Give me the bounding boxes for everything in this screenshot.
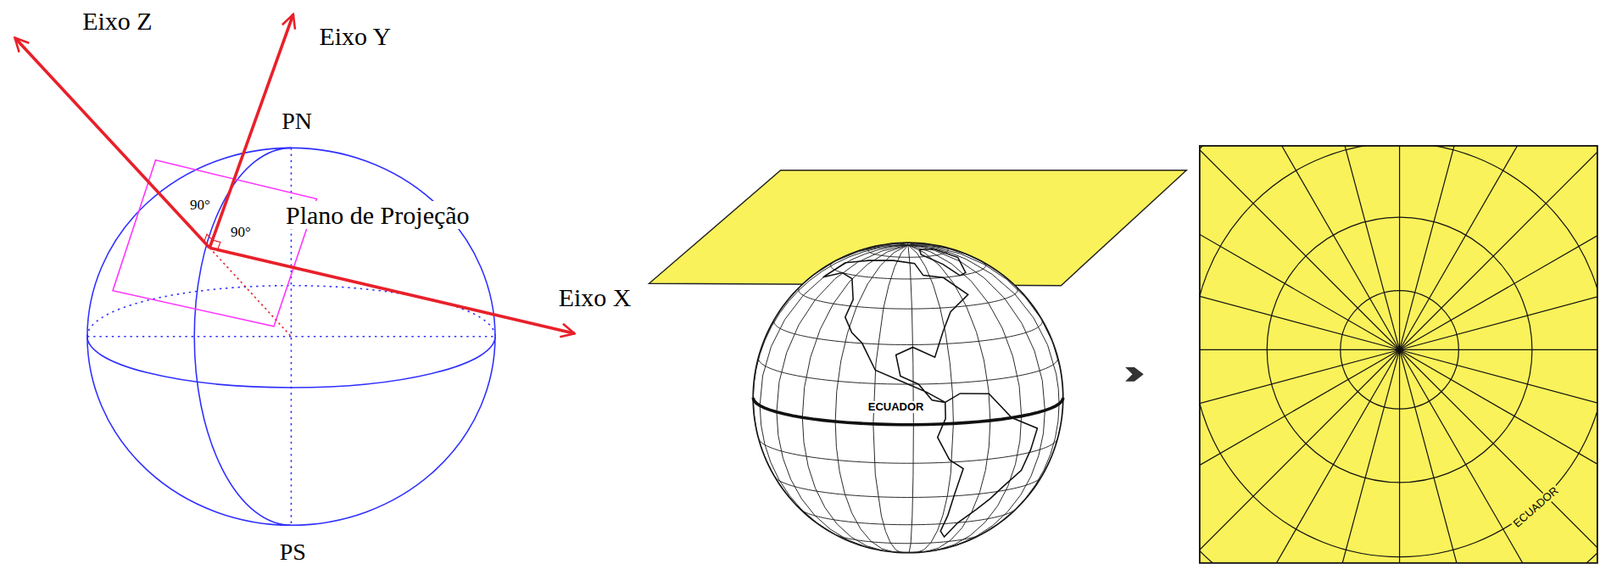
meridian-ray bbox=[1199, 145, 1400, 351]
parallel-circle bbox=[1199, 145, 1598, 564]
globe bbox=[752, 242, 1064, 553]
axis-label: Eixo Y bbox=[317, 22, 393, 51]
x-axis bbox=[209, 247, 575, 334]
coastline bbox=[919, 248, 965, 275]
meridian-ray bbox=[1399, 145, 1400, 351]
z-axis bbox=[15, 37, 211, 248]
axis-label: Eixo X bbox=[557, 283, 634, 312]
meridian-ray bbox=[1399, 145, 1511, 351]
meridian-ray bbox=[1399, 349, 1598, 563]
meridian-ray bbox=[1399, 145, 1598, 351]
axis-label: PS bbox=[278, 539, 308, 564]
meridian-ray bbox=[1399, 349, 1598, 563]
meridian-ray bbox=[1399, 349, 1598, 351]
polar-grid bbox=[1199, 145, 1598, 564]
sphere-outline bbox=[87, 147, 496, 525]
parallel-circle bbox=[1199, 145, 1598, 558]
equator-back bbox=[87, 285, 496, 337]
axis-label: PN bbox=[279, 108, 314, 135]
axis-label: Eixo Z bbox=[80, 6, 155, 35]
meridian-ray bbox=[1288, 145, 1400, 351]
meridian-ray bbox=[1199, 239, 1400, 351]
parallel-circle bbox=[1340, 290, 1459, 409]
right-angle-mark bbox=[211, 239, 220, 250]
arrow-chevron bbox=[1125, 367, 1144, 382]
projection-plane bbox=[112, 160, 318, 327]
coastline bbox=[823, 260, 969, 402]
axis-label: 90° bbox=[188, 197, 212, 214]
dotted-diameter bbox=[87, 335, 496, 338]
meridian-ray bbox=[1399, 239, 1598, 351]
meridian-ray bbox=[1399, 145, 1598, 351]
axis-label: 90° bbox=[228, 224, 253, 241]
equator-label: ECUADOR bbox=[866, 401, 926, 413]
graticule bbox=[752, 242, 1064, 553]
parallel-circle bbox=[1266, 217, 1533, 483]
equator-label: ECUADOR bbox=[1509, 483, 1561, 531]
meridian-ray bbox=[1399, 349, 1400, 563]
meridian-ray bbox=[1199, 349, 1400, 461]
meridian-ray bbox=[1399, 349, 1598, 563]
normal-line bbox=[209, 247, 291, 337]
equator-line bbox=[752, 397, 1064, 425]
axis-label: Plano de Projeção bbox=[284, 200, 472, 229]
sphere bbox=[87, 147, 496, 525]
globe-outline bbox=[752, 242, 1064, 553]
meridian-ray bbox=[1399, 349, 1511, 563]
axes bbox=[15, 14, 575, 337]
meridian-ray bbox=[1399, 145, 1598, 351]
meridian-ray bbox=[1199, 349, 1400, 351]
right-angle-mark bbox=[204, 234, 213, 242]
